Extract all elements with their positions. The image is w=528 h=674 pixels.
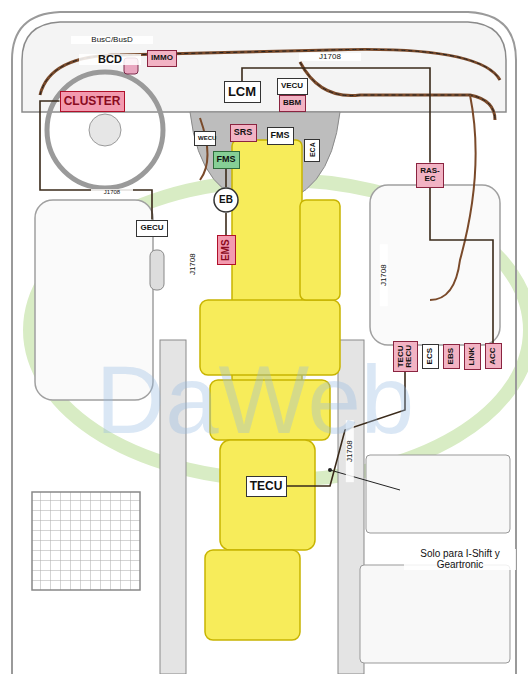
text-group: TECU xyxy=(250,480,283,493)
text-group: EBS xyxy=(447,347,455,364)
ecu-name: GECU xyxy=(140,224,164,232)
ecu-name: RAS- EC xyxy=(420,167,440,184)
text-group: FMS xyxy=(271,131,290,140)
connector-name: BCD xyxy=(79,54,141,66)
ecu-name: EBS xyxy=(447,347,455,364)
ecu-name: LINK xyxy=(468,346,476,365)
ecu-box: ECA xyxy=(304,139,320,162)
leader-line xyxy=(330,470,400,490)
ecu-name: FMS xyxy=(271,131,290,140)
ecu-box: CLUSTER xyxy=(60,91,125,112)
text-group: RAS- EC xyxy=(420,167,440,184)
ecu-circle: EB xyxy=(213,187,239,213)
text-group: FMS xyxy=(217,155,236,164)
steering-hub xyxy=(89,114,121,146)
j1708-wire xyxy=(40,101,152,220)
ecu-box: VECU xyxy=(277,78,308,95)
ecu-name: ACC xyxy=(489,347,497,365)
ecu-box: BBM xyxy=(279,95,306,112)
ecu-name: IMMO xyxy=(151,54,173,62)
text-group: ACC xyxy=(489,347,497,365)
text-group: EMS xyxy=(221,239,232,261)
text-group: ECA xyxy=(308,142,315,157)
ecu-box: ACC xyxy=(485,343,502,369)
cab-outline xyxy=(12,12,516,674)
ecu-name: BBM xyxy=(283,99,302,107)
text-group: LCM xyxy=(228,85,257,99)
text-group: WECU xyxy=(198,135,212,141)
j1708-wire xyxy=(225,169,227,187)
ecu-name: ECS xyxy=(426,347,434,364)
ecu-box: LCM xyxy=(224,81,261,103)
ecu-box: RAS- EC xyxy=(416,163,444,188)
bus-name: J1708 xyxy=(189,234,197,296)
ecu-box: LINK xyxy=(464,343,481,370)
ecu-box: IMMO xyxy=(147,50,177,67)
ecu-name: TECU xyxy=(250,480,283,493)
ecu-name: VECU xyxy=(281,82,304,90)
dashboard xyxy=(22,22,506,112)
text-group: SRS xyxy=(234,128,253,137)
j1708-wire xyxy=(242,68,430,163)
ecu-box: FMS xyxy=(267,127,294,145)
ecu-box: ECS xyxy=(422,344,439,369)
ecu-box: EBS xyxy=(443,344,460,369)
ecu-box: GECU xyxy=(136,220,168,237)
ecu-box: FMS xyxy=(213,151,240,169)
text-group: BBM xyxy=(283,99,302,107)
text-group: IMMO xyxy=(151,54,173,62)
ecu-name: CLUSTER xyxy=(64,95,121,108)
wiring-harness xyxy=(40,49,500,300)
tank xyxy=(360,565,510,663)
ecu-name: WECU xyxy=(198,135,212,141)
steering-wheel xyxy=(47,72,163,188)
bus-name: J1708 xyxy=(380,244,388,306)
gear-lever xyxy=(150,250,164,290)
j1708-wire xyxy=(430,188,493,344)
ecu-box: TECU RECU xyxy=(393,341,418,372)
ecu-name: SRS xyxy=(234,128,253,137)
ecu-box: WECU xyxy=(194,131,216,146)
ecu-name: LCM xyxy=(228,85,257,99)
text-group: ECS xyxy=(426,347,434,364)
bus-name: BusC/BusD xyxy=(71,36,153,44)
ecu-box: SRS xyxy=(230,124,257,142)
ecu-name: ECA xyxy=(308,142,315,157)
tank xyxy=(366,455,510,533)
ecu-name: EMS xyxy=(221,239,232,261)
text-group: EB xyxy=(219,195,233,206)
ecu-box: EMS xyxy=(217,235,236,265)
j1708-wire xyxy=(225,213,227,235)
text-group: CLUSTER xyxy=(64,95,121,108)
ecu-name: TECU RECU xyxy=(397,344,414,367)
note: Solo para I-Shift y Geartronic xyxy=(404,549,516,570)
text-group: GECU xyxy=(140,224,164,232)
ecu-name: EB xyxy=(219,195,233,206)
passenger-seat xyxy=(370,185,500,345)
ecu-name: FMS xyxy=(217,155,236,164)
text-group: TECU RECU xyxy=(397,344,414,367)
leader-dot xyxy=(328,468,332,472)
bus-name: J1708 xyxy=(91,189,133,195)
text-group: LINK xyxy=(468,346,476,365)
ecu-box: TECU xyxy=(246,476,287,497)
text-group: VECU xyxy=(281,82,304,90)
bus-name: J1708 xyxy=(299,53,361,61)
battery-box xyxy=(32,492,140,590)
